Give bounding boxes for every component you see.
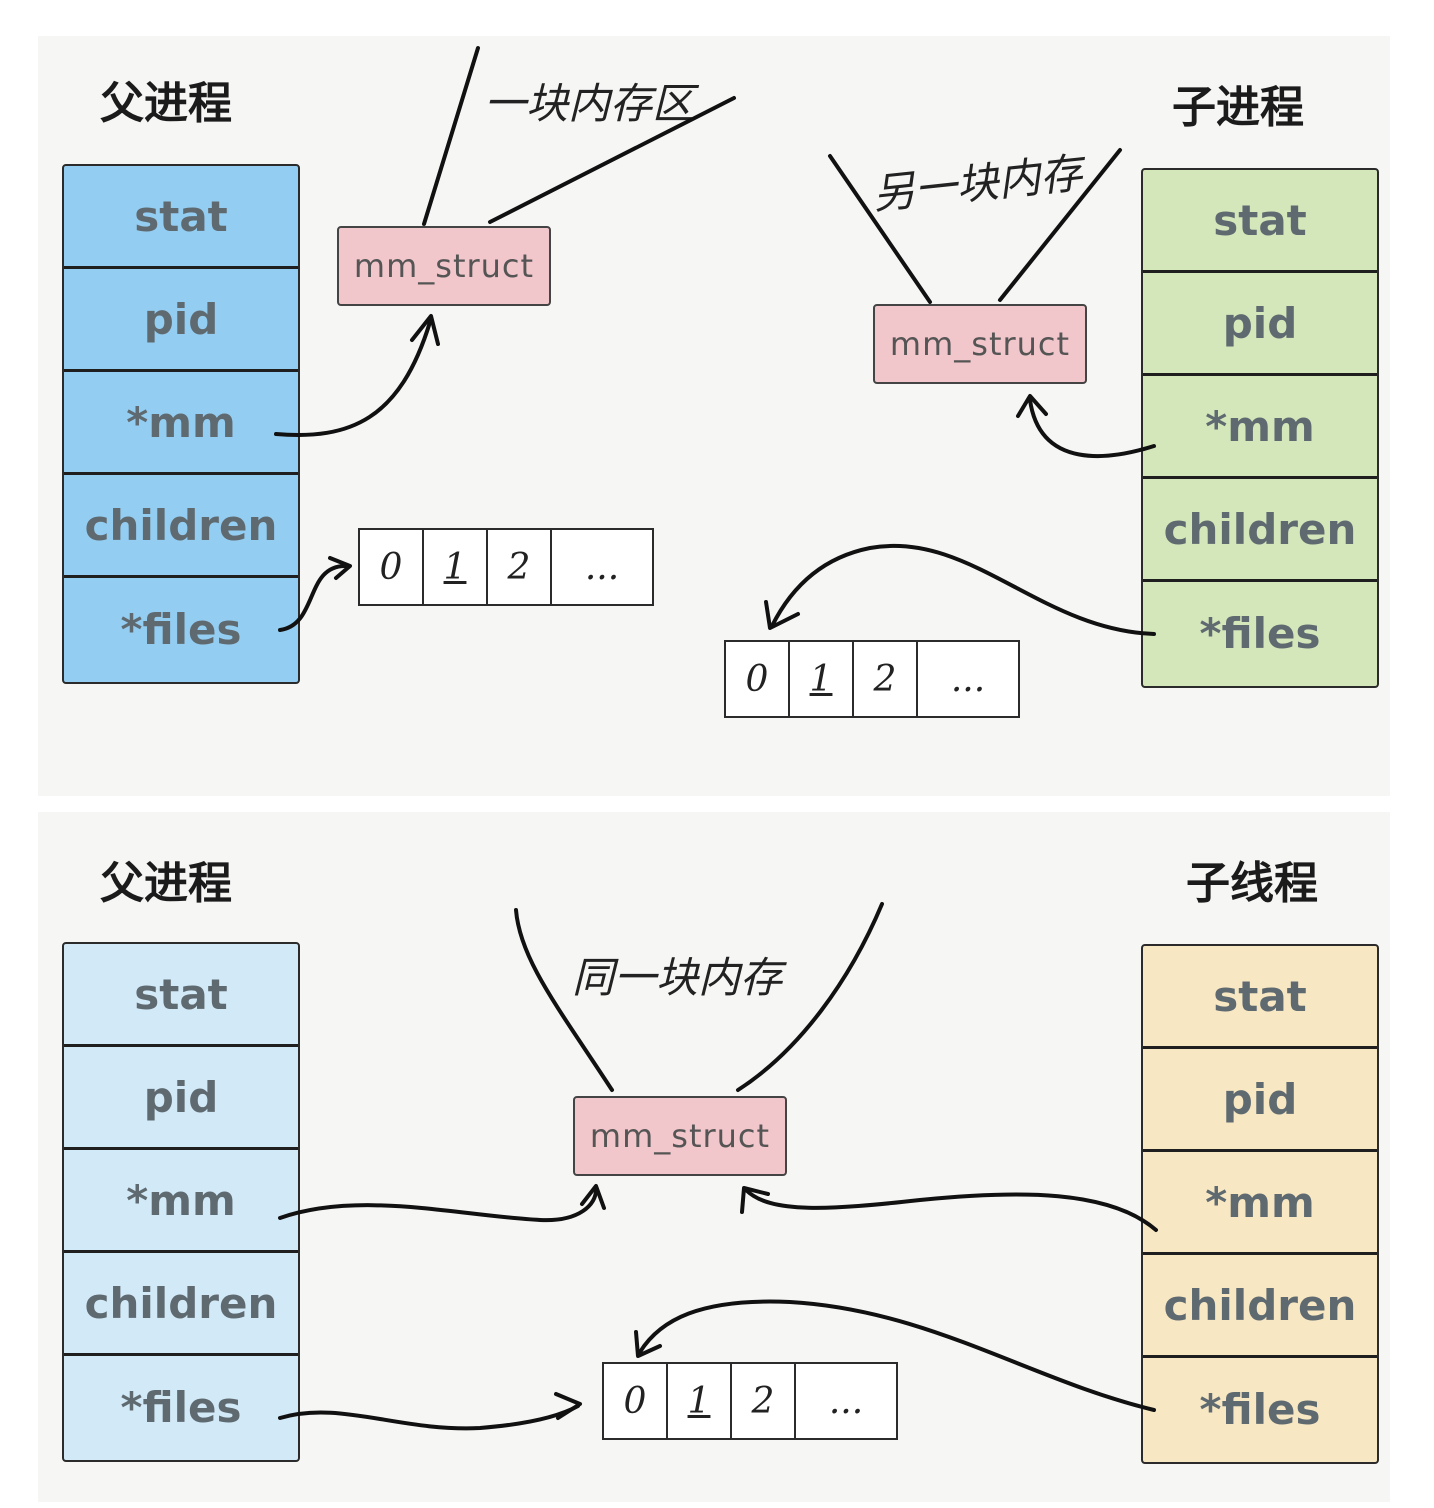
child-fd-table: 0 1 2 ... xyxy=(724,640,1020,718)
memory-region-line xyxy=(998,148,1122,302)
arrow-head xyxy=(328,556,352,580)
shared-fd-table: 0 1 2 ... xyxy=(602,1362,898,1440)
mm-pointer-arrow xyxy=(274,320,432,437)
fd-cell: 1 xyxy=(668,1364,732,1438)
field-children: children xyxy=(1143,479,1377,582)
field-files: *files xyxy=(1199,609,1321,658)
arrow-head xyxy=(740,1186,770,1214)
fd-cell: ... xyxy=(584,546,620,588)
mm-pointer-arrow xyxy=(278,1188,598,1223)
arrow-head xyxy=(410,314,440,346)
field-stat: stat xyxy=(64,166,298,269)
files-pointer-arrow xyxy=(638,1299,1156,1412)
mm-pointer-arrow xyxy=(744,1188,1158,1232)
parent-mm-struct: mm_struct xyxy=(337,226,551,306)
parent-process-title: 父进程 xyxy=(100,78,232,129)
field-mm: *mm xyxy=(1143,1152,1377,1255)
field-pid: pid xyxy=(64,269,298,372)
fd-cell: 0 xyxy=(726,642,790,716)
fd-cell: 0 xyxy=(604,1364,668,1438)
field-pid: pid xyxy=(1143,1049,1377,1152)
files-pointer-arrow xyxy=(278,1404,580,1431)
mm-pointer-arrow xyxy=(1028,398,1156,459)
field-mm: *mm xyxy=(1143,376,1377,479)
memory-region-line xyxy=(736,902,884,1092)
child-thread-task-struct: stat pid *mm children *files xyxy=(1141,944,1379,1464)
parent-fd-table: 0 1 2 ... xyxy=(358,528,654,606)
parent-task-struct: stat pid *mm children *files xyxy=(62,942,300,1462)
arrow-head xyxy=(1016,394,1048,418)
parent-memory-note: 一块内存区 xyxy=(484,79,695,128)
child-process-title: 子进程 xyxy=(1172,82,1304,133)
fd-cell: ... xyxy=(950,658,986,700)
fd-cell: 1 xyxy=(790,642,854,716)
field-pid: pid xyxy=(64,1047,298,1150)
child-thread-title: 子线程 xyxy=(1186,858,1318,909)
child-task-struct: stat pid *mm children *files xyxy=(1141,168,1379,688)
field-mm: *mm xyxy=(64,1150,298,1253)
fd-cell: 0 xyxy=(360,530,424,604)
fd-cell: 2 xyxy=(854,642,918,716)
fd-cell: ... xyxy=(828,1380,864,1422)
memory-region-line xyxy=(828,154,932,304)
field-stat: stat xyxy=(64,944,298,1047)
memory-region-line xyxy=(488,96,736,224)
field-children: children xyxy=(1143,1255,1377,1358)
field-mm: *mm xyxy=(64,372,298,475)
files-pointer-arrow xyxy=(278,563,348,632)
field-children: children xyxy=(64,1253,298,1356)
arrow-head xyxy=(554,1392,582,1420)
memory-region-line xyxy=(422,46,480,226)
arrow-head xyxy=(764,600,800,630)
files-pointer-arrow xyxy=(770,543,1156,636)
parent-process-title: 父进程 xyxy=(100,858,232,909)
field-stat: stat xyxy=(1143,946,1377,1049)
fd-cell: 2 xyxy=(488,530,552,604)
field-files: *files xyxy=(120,1383,242,1432)
arrow-head xyxy=(580,1184,606,1210)
shared-mm-struct: mm_struct xyxy=(573,1096,787,1176)
parent-task-struct: stat pid *mm children *files xyxy=(62,164,300,684)
fd-cell: 1 xyxy=(424,530,488,604)
field-children: children xyxy=(64,475,298,578)
shared-memory-note: 同一块内存 xyxy=(572,953,783,1002)
field-files: *files xyxy=(1199,1385,1321,1434)
fd-cell: 2 xyxy=(732,1364,796,1438)
memory-region-line xyxy=(514,908,614,1092)
field-files: *files xyxy=(120,605,242,654)
child-mm-struct: mm_struct xyxy=(873,304,1087,384)
arrow-head xyxy=(634,1330,662,1358)
field-stat: stat xyxy=(1143,170,1377,273)
field-pid: pid xyxy=(1143,273,1377,376)
